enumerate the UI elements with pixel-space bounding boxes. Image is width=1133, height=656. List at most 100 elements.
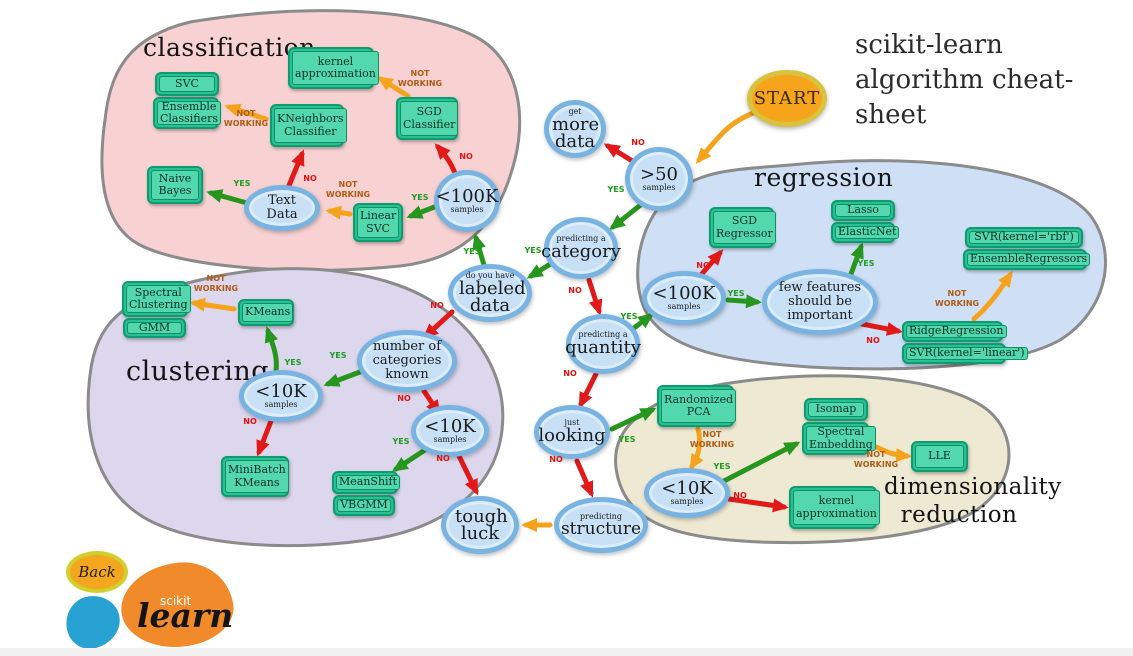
edge-label-no: NO: [436, 454, 450, 463]
arrow-no-justlooking-to-structure: [574, 458, 594, 498]
node-few-features: few features should be important: [762, 269, 878, 335]
section-label-classification: classification: [143, 33, 316, 62]
estimator-label: Randomized PCA: [661, 389, 737, 423]
estimator-svr-linear[interactable]: SVR(kernel='linear'): [902, 343, 1028, 364]
node-sub: samples: [667, 301, 701, 311]
edge-label-no: NO: [303, 174, 317, 183]
estimator-ensemble-regressors[interactable]: EnsembleRegressors: [963, 249, 1091, 270]
estimator-ridge-regression[interactable]: RidgeRegression: [902, 321, 1007, 342]
edge-label-no: NO: [549, 455, 563, 464]
start-node: START: [747, 70, 827, 127]
edge-label-no: NO: [397, 394, 411, 403]
arrow-yes-textdata-to-naivebayes: [206, 189, 250, 206]
estimator-vbgmm[interactable]: VBGMM: [333, 495, 395, 516]
estimator-sgd-classifier[interactable]: SGD Classifier: [396, 97, 459, 140]
title-line-1: scikit-learn: [855, 30, 1003, 60]
arrow-no-10kdr-to-kernelapproxdr: [726, 496, 789, 513]
node-main: tough luck: [455, 505, 508, 544]
estimator-spectral-clustering[interactable]: Spectral Clustering: [122, 281, 191, 317]
arrow-no-100kreg-to-sgdreg: [697, 249, 724, 279]
estimator-label: Spectral Embedding: [806, 426, 876, 451]
arrow-yes-100kcls-to-linearsvc: [406, 203, 440, 219]
node-pre: do you have: [465, 270, 515, 280]
node-under-100k-classification: <100K samples: [434, 170, 500, 232]
estimator-label: kernel approximation: [793, 490, 880, 525]
edge-label-not-working: NOT WORKING: [689, 430, 735, 449]
node-just-looking: just looking: [534, 405, 610, 459]
node-main: >50: [640, 163, 678, 185]
arrow-nw-randpca-to-10kdr: [689, 426, 704, 471]
arrow-yes-labeled-to-100k-cls: [472, 233, 487, 268]
node-main: number of categories known: [372, 338, 442, 383]
node-tough-luck: tough luck: [441, 496, 519, 554]
bottom-strip: [0, 648, 1133, 656]
arrow-yes-10kright-to-meanshift: [391, 445, 431, 472]
estimator-label: GMM: [127, 321, 182, 334]
arrow-yes-10kleft-to-kmeans: [264, 326, 279, 374]
estimator-kernel-approximation-dimred[interactable]: kernel approximation: [789, 486, 880, 529]
estimator-label: KNeighbors Classifier: [274, 108, 347, 143]
estimator-lasso[interactable]: Lasso: [831, 200, 895, 221]
edge-label-yes: YES: [857, 259, 875, 268]
arrow-no-10kleft-to-minibatch: [256, 418, 274, 457]
node-main: looking: [538, 425, 606, 447]
estimator-label: Spectral Clustering: [126, 285, 191, 313]
arrow-yes-category-to-labeled: [526, 260, 555, 279]
node-pre: predicting a: [556, 234, 606, 244]
arrow-yes-numcategories-to-10kleft: [323, 369, 363, 387]
arrow-no-textdata-to-kneighbors: [285, 149, 305, 191]
estimator-kmeans[interactable]: KMeans: [238, 299, 294, 326]
arrow-no-quantity-to-justlooking: [578, 371, 599, 409]
edge-label-not-working: NOT WORKING: [397, 69, 443, 88]
estimator-svc[interactable]: SVC: [155, 72, 219, 96]
estimator-minibatch-kmeans[interactable]: MiniBatch KMeans: [221, 456, 289, 497]
node-pre: just: [564, 418, 580, 428]
estimator-gmm[interactable]: GMM: [123, 318, 186, 338]
arrow-no-50samples-to-moredata: [603, 143, 637, 165]
estimator-label: Isomap: [808, 402, 864, 417]
estimator-randomized-pca[interactable]: Randomized PCA: [657, 385, 737, 427]
arrow-yes-50samples-to-category: [609, 200, 646, 231]
estimator-lle[interactable]: LLE: [911, 441, 968, 472]
arrow-nw-linearsvc-to-textdata: [325, 205, 353, 220]
estimator-elasticnet[interactable]: ElasticNet: [831, 222, 900, 243]
estimator-kneighbors-classifier[interactable]: KNeighbors Classifier: [270, 104, 347, 147]
section-label-regression: regression: [754, 163, 894, 192]
edge-label-no: NO: [631, 138, 645, 147]
edge-label-yes: YES: [607, 185, 625, 194]
back-button[interactable]: Back: [66, 551, 128, 593]
estimator-linear-svc[interactable]: Linear SVC: [353, 203, 403, 242]
estimator-label: Linear SVC: [357, 207, 400, 238]
edge-label-no: NO: [568, 286, 582, 295]
edge-label-yes: YES: [727, 289, 745, 298]
estimator-isomap[interactable]: Isomap: [804, 398, 868, 421]
edge-label-no: NO: [733, 491, 747, 500]
node-sub: samples: [264, 399, 298, 409]
node-text-data: Text Data: [244, 185, 320, 231]
arrow-no-fewfeatures-to-ridge: [859, 321, 903, 336]
edge-label-not-working: NOT WORKING: [853, 450, 899, 469]
arrow-no-10kright-to-toughluck: [456, 453, 479, 496]
arrow-nw-sgdcls-to-kernelapprox: [376, 76, 411, 99]
estimator-sgd-regressor[interactable]: SGD Regressor: [709, 207, 776, 248]
estimator-ensemble-classifiers[interactable]: Ensemble Classifiers: [153, 97, 222, 129]
estimator-meanshift[interactable]: MeanShift: [332, 471, 401, 494]
estimator-spectral-embedding[interactable]: Spectral Embedding: [802, 422, 876, 455]
estimator-label: SGD Regressor: [713, 211, 776, 244]
node-main: quantity: [565, 337, 641, 359]
arrow-no-labeled-to-numcategories: [422, 309, 455, 340]
node-predicting-category: predicting a category: [541, 217, 621, 279]
back-label: Back: [78, 563, 116, 581]
estimator-label: SVR(kernel='rbf'): [969, 231, 1079, 244]
edge-label-yes: YES: [713, 462, 731, 471]
title-line-2: algorithm cheat-sheet: [855, 65, 1074, 131]
estimator-kernel-approximation-classification[interactable]: kernel approximation: [288, 47, 379, 89]
node-under-10k-clustering-right: <10K samples: [411, 405, 489, 457]
edge-label-no: NO: [243, 417, 257, 426]
estimator-naive-bayes[interactable]: Naive Bayes: [147, 166, 203, 204]
node-number-of-categories: number of categories known: [357, 330, 457, 392]
estimator-svr-rbf[interactable]: SVR(kernel='rbf'): [965, 227, 1083, 248]
estimator-label: MiniBatch KMeans: [225, 460, 289, 493]
edge-label-no: NO: [459, 152, 473, 161]
